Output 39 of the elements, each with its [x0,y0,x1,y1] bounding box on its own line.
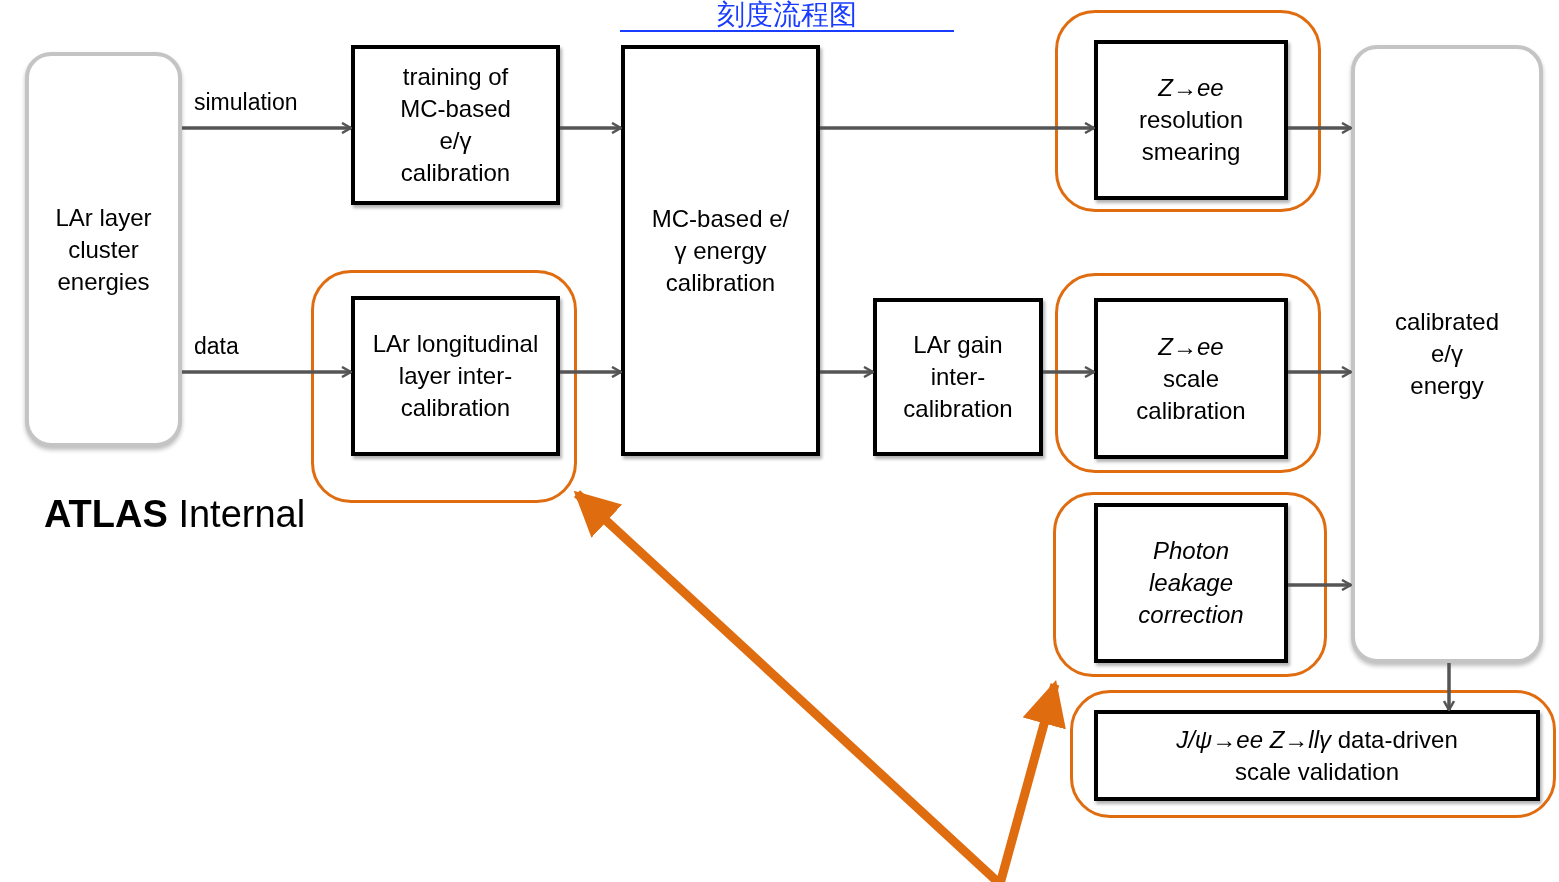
node-label: MC-based e/γ energy calibration [650,203,791,298]
node-label: Z→ee scale calibration [1135,331,1247,426]
rounded-box [1351,45,1543,663]
highlight-frame [311,270,577,503]
highlight-frame [1055,10,1321,212]
arrow [560,365,623,379]
node-label: calibrated e/γ energy [1393,307,1501,401]
watermark-label: ATLAS Internal [44,492,306,536]
node-label: training of MC-based e/γ calibration [399,62,512,188]
arrow [182,365,353,379]
highlight-frame [1053,492,1327,677]
arrow [560,121,623,135]
process-box [1094,710,1540,801]
node-label: J/ψ→ee Z→llγ data-driven scale validation [1175,724,1459,787]
process-box [351,296,560,456]
process-box [873,298,1043,456]
node-label: LAr longitudinal layer inter-calibration [371,329,540,423]
arrow [1043,365,1096,379]
process-box [621,45,820,456]
process-box [1094,503,1288,663]
process-box [1094,298,1288,459]
process-box [1094,40,1288,200]
arrow [820,365,875,379]
arrow [1442,663,1456,712]
highlight-frame [1070,690,1556,818]
node-label: LAr gain inter-calibration [902,330,1014,424]
arrow [1288,365,1353,379]
highlight-frame [1055,273,1321,473]
node-label: Z→ee resolution smearing [1137,73,1245,167]
pointer-arrow [995,680,1066,882]
rounded-box [25,52,182,447]
title: 刻度流程图 [620,0,954,32]
arrow [820,121,1096,135]
arrow [1288,121,1353,135]
node-label: LAr layer cluster energies [54,202,153,297]
process-box [351,45,560,205]
node-label: Photon leakage correction [1137,536,1245,630]
arrow [1288,578,1353,592]
arrow [182,121,353,135]
